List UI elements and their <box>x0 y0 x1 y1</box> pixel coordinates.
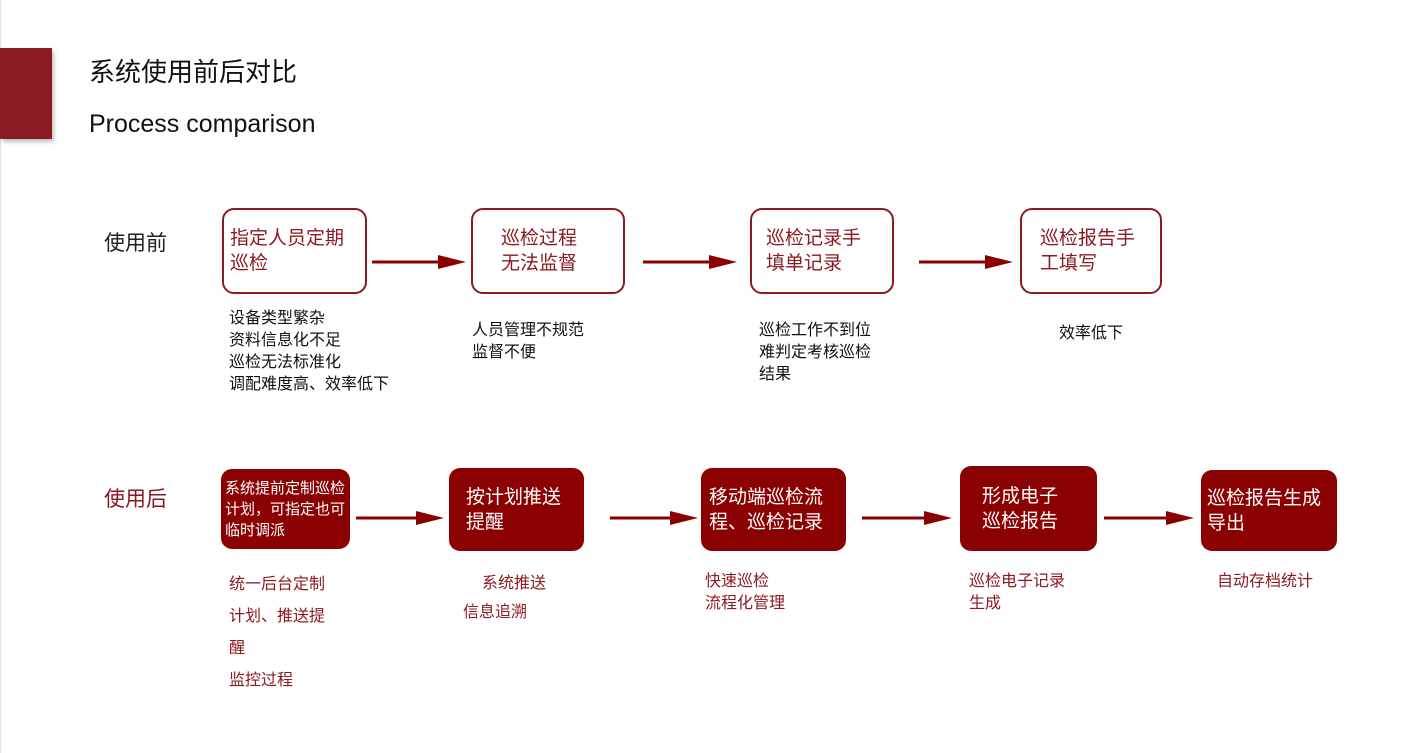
note-line: 设备类型繁杂 <box>229 308 326 327</box>
before-step-1-box: 指定人员定期巡检 <box>222 208 367 294</box>
slide-subtitle: Process comparison <box>89 110 316 138</box>
before-step-4-box: 巡检报告手工填写 <box>1020 208 1162 294</box>
before-step-3-notes: 巡检工作不到位 难判定考核巡检 结果 <box>759 319 909 385</box>
arrow-right-icon <box>643 255 737 269</box>
after-step-4-box: 形成电子巡检报告 <box>960 466 1097 551</box>
before-step-3-box: 巡检记录手填单记录 <box>750 208 894 294</box>
arrow-right-icon <box>372 255 466 269</box>
note-line: 自动存档统计 <box>1217 571 1314 590</box>
note-line: 流程化管理 <box>705 593 786 612</box>
note-line: 人员管理不规范 <box>472 320 585 339</box>
note-line: 计划、推送提 <box>229 606 326 625</box>
note-line: 生成 <box>969 593 1002 612</box>
arrow-right-icon <box>919 255 1013 269</box>
note-line: 信息追溯 <box>463 602 528 621</box>
after-step-2-box: 按计划推送提醒 <box>449 468 584 551</box>
after-step-2-notes: 系统推送 信息追溯 <box>463 568 613 626</box>
before-step-1-notes: 设备类型繁杂 资料信息化不足 巡检无法标准化 调配难度高、效率低下 <box>229 307 419 395</box>
note-line: 快速巡检 <box>705 571 770 590</box>
after-step-2-text: 按计划推送提醒 <box>466 485 562 533</box>
after-step-1-text: 系统提前定制巡检计划，可指定也可临时调派 <box>225 478 346 539</box>
before-step-4-notes: 效率低下 <box>1059 322 1179 344</box>
after-step-5-notes: 自动存档统计 <box>1217 570 1367 592</box>
note-line: 巡检无法标准化 <box>229 352 342 371</box>
note-line: 结果 <box>759 364 792 383</box>
note-line: 调配难度高、效率低下 <box>229 374 390 393</box>
before-step-2-notes: 人员管理不规范 监督不便 <box>472 319 622 363</box>
before-step-2-text: 巡检过程无法监督 <box>501 227 578 274</box>
before-step-3-text: 巡检记录手填单记录 <box>766 227 862 274</box>
note-line: 系统推送 <box>482 573 547 592</box>
note-line: 醒 <box>229 638 246 657</box>
title-accent-bar <box>0 48 52 139</box>
note-line: 效率低下 <box>1059 323 1124 342</box>
after-step-3-text: 移动端巡检流程、巡检记录 <box>709 485 824 533</box>
note-line: 巡检工作不到位 <box>759 320 872 339</box>
arrow-right-icon <box>356 511 444 525</box>
note-line: 监控过程 <box>229 670 294 689</box>
note-line: 巡检电子记录 <box>969 571 1066 590</box>
row-label-after: 使用后 <box>104 487 167 511</box>
after-step-3-notes: 快速巡检 流程化管理 <box>705 570 855 614</box>
note-line: 资料信息化不足 <box>229 330 342 349</box>
note-line: 监督不便 <box>472 342 537 361</box>
after-step-3-box: 移动端巡检流程、巡检记录 <box>701 468 846 551</box>
note-line: 难判定考核巡检 <box>759 342 872 361</box>
after-step-5-box: 巡检报告生成导出 <box>1201 470 1337 551</box>
arrow-right-icon <box>1104 511 1194 525</box>
after-step-1-notes: 统一后台定制 计划、推送提 醒 监控过程 <box>229 568 369 696</box>
note-line: 统一后台定制 <box>229 574 326 593</box>
before-step-4-text: 巡检报告手工填写 <box>1040 227 1136 274</box>
slide-title: 系统使用前后对比 <box>89 58 298 88</box>
slide-left-edge <box>0 0 1 753</box>
after-step-4-text: 形成电子巡检报告 <box>982 484 1059 532</box>
after-step-5-text: 巡检报告生成导出 <box>1207 486 1322 534</box>
arrow-right-icon <box>862 511 952 525</box>
before-step-2-box: 巡检过程无法监督 <box>471 208 625 294</box>
after-step-1-box: 系统提前定制巡检计划，可指定也可临时调派 <box>221 469 350 549</box>
after-step-4-notes: 巡检电子记录 生成 <box>969 570 1119 614</box>
arrow-right-icon <box>610 511 698 525</box>
before-step-1-text: 指定人员定期巡检 <box>230 227 345 274</box>
row-label-before: 使用前 <box>104 231 167 255</box>
